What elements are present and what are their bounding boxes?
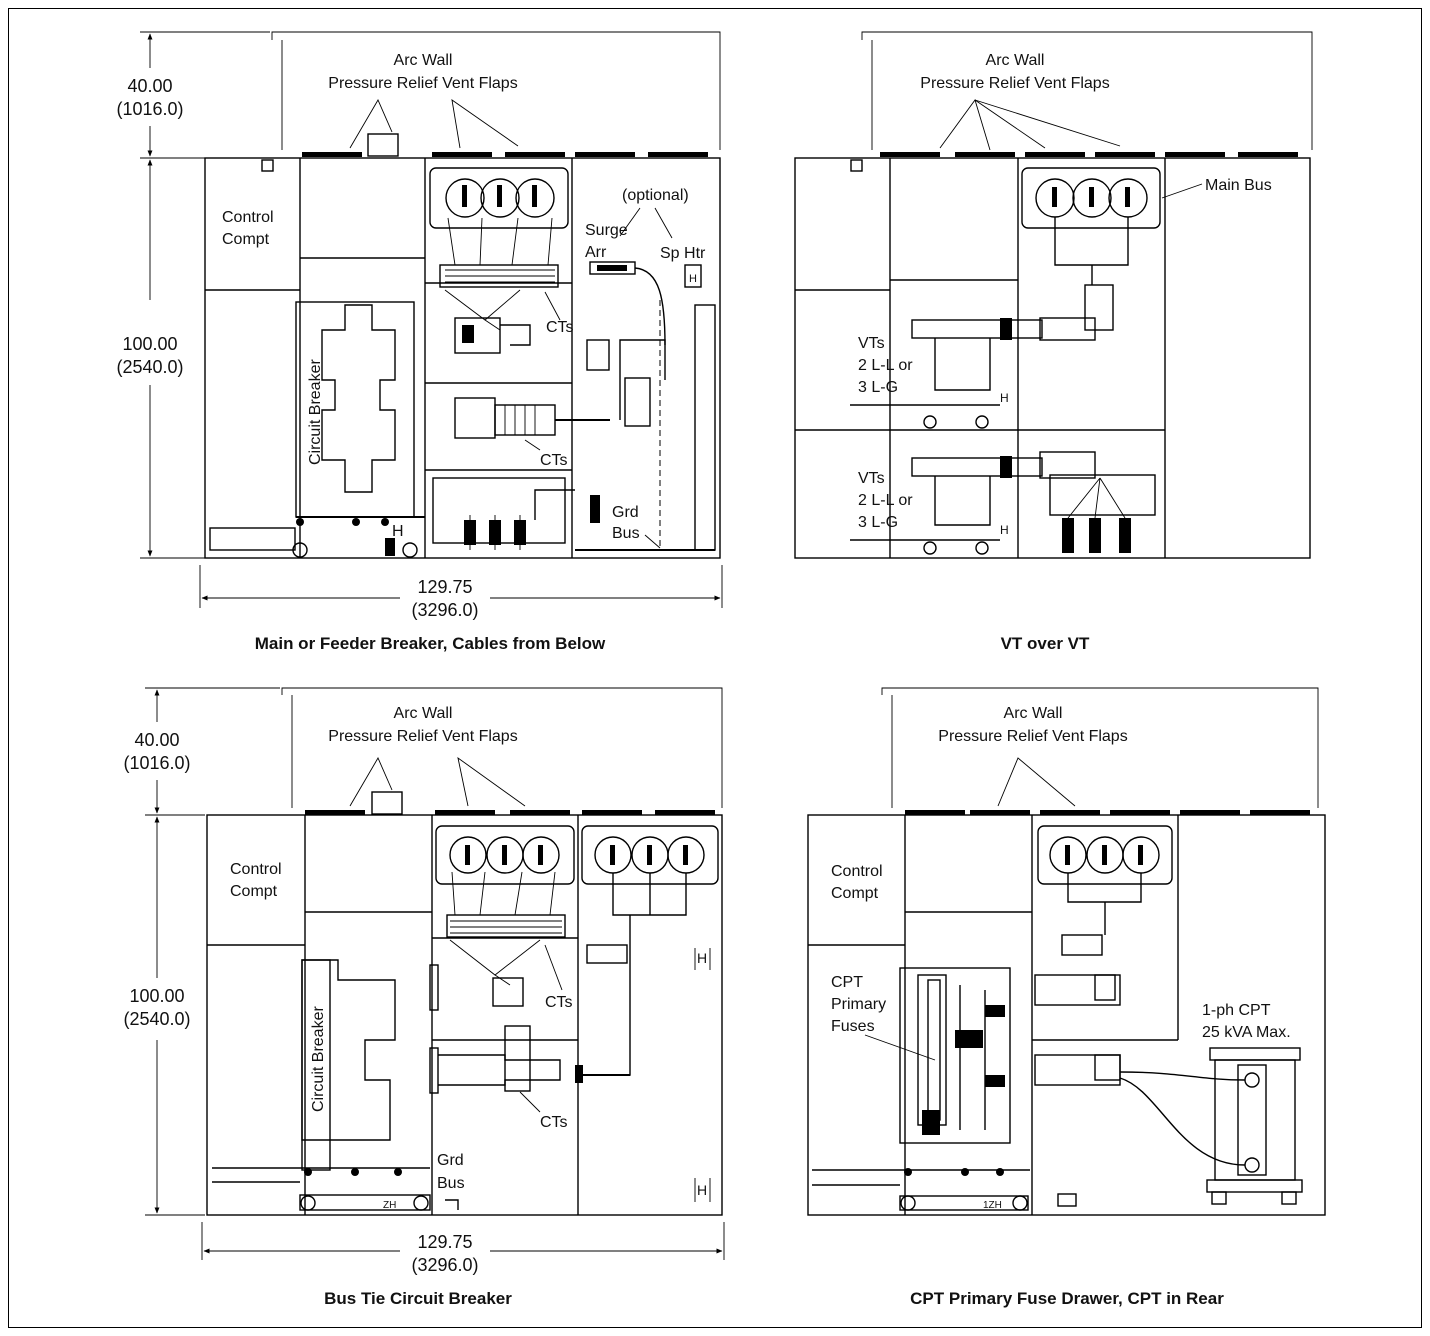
grd-label: Grd [612, 504, 639, 521]
panel-main-feeder-breaker: Arc Wall Pressure Relief Vent Flaps 40.0… [116, 31, 723, 653]
vts-lower-label: VTs [858, 470, 885, 487]
cts-upper-label: CTs [546, 319, 574, 336]
fuses-label: Fuses [831, 1018, 875, 1035]
caption-cpt-fuse-drawer: CPT Primary Fuse Drawer, CPT in Rear [910, 1289, 1224, 1308]
dim-top-3: 40.00 [134, 730, 179, 750]
caption-vt-over-vt: VT over VT [1001, 634, 1090, 653]
main-bus-box [429, 167, 569, 229]
zh-label: ZH [383, 1200, 396, 1211]
circuit-breaker-label: Circuit Breaker [307, 359, 324, 465]
lg-lower-label: 3 L-G [858, 514, 898, 531]
vent-flaps [302, 133, 708, 157]
arc-wall-label: Arc Wall [394, 52, 453, 69]
h-label-3: H [1000, 391, 1009, 405]
cts-lower-label: CTs [540, 452, 568, 469]
cts-upper-label-3: CTs [545, 994, 573, 1011]
dim-top: 40.00 [127, 76, 172, 96]
dim-width-mm-3: (3296.0) [411, 1255, 478, 1275]
vent-flaps-label-4: Pressure Relief Vent Flaps [938, 728, 1127, 745]
control-label-3: Control [230, 861, 282, 878]
h-label-2: H [689, 273, 697, 285]
drawing-frame [8, 8, 1422, 1328]
dim-side-mm-3: (2540.0) [123, 1009, 190, 1029]
arc-wall-label-3: Arc Wall [394, 705, 453, 722]
dim-top-mm-3: (1016.0) [123, 753, 190, 773]
cpt-kva-label: 25 kVA Max. [1202, 1024, 1291, 1041]
cabinet-outline [204, 157, 721, 559]
control-label-4: Control [831, 863, 883, 880]
dim-width-3: 129.75 [417, 1232, 472, 1252]
compt-label-4: Compt [831, 885, 879, 902]
dim-side-mm: (2540.0) [116, 357, 183, 377]
cts-lower-label-3: CTs [540, 1114, 568, 1131]
lg-upper-label: 3 L-G [858, 379, 898, 396]
control-label: Control [222, 209, 274, 226]
dim-width-mm: (3296.0) [411, 600, 478, 620]
ll-upper-label: 2 L-L or [858, 357, 913, 374]
1zh-label: 1ZH [983, 1200, 1002, 1211]
surge-label: Surge [585, 222, 628, 239]
h-label-4: H [1000, 523, 1009, 537]
compt-label-3: Compt [230, 883, 278, 900]
h-label-5: H [697, 950, 707, 966]
breaker-body [321, 304, 396, 493]
cpt1-label: 1-ph CPT [1202, 1002, 1271, 1019]
bus-label-3: Bus [437, 1175, 465, 1192]
vent-flaps-label-3: Pressure Relief Vent Flaps [328, 728, 517, 745]
sp-htr-label: Sp Htr [660, 245, 706, 262]
grd-label-3: Grd [437, 1152, 464, 1169]
caption-main-feeder: Main or Feeder Breaker, Cables from Belo… [255, 634, 606, 653]
panel-vt-over-vt: Arc Wall Pressure Relief Vent Flaps Main… [794, 31, 1313, 653]
cpt-label: CPT [831, 974, 863, 991]
vent-flaps-label-2: Pressure Relief Vent Flaps [920, 75, 1109, 92]
panel-cpt-fuse-drawer: Arc Wall Pressure Relief Vent Flaps Cont… [807, 687, 1326, 1308]
caption-bus-tie: Bus Tie Circuit Breaker [324, 1289, 512, 1308]
vts-upper-label: VTs [858, 335, 885, 352]
bus-label: Bus [612, 525, 640, 542]
circuit-breaker-label-3: Circuit Breaker [310, 1006, 327, 1112]
primary-label: Primary [831, 996, 886, 1013]
panel-bus-tie: Arc Wall Pressure Relief Vent Flaps 40.0… [123, 687, 725, 1308]
arc-wall-label-2: Arc Wall [986, 52, 1045, 69]
dim-width: 129.75 [417, 577, 472, 597]
dim-side-3: 100.00 [129, 986, 184, 1006]
h-label-1: H [392, 523, 404, 540]
ll-lower-label: 2 L-L or [858, 492, 913, 509]
main-bus-label: Main Bus [1205, 177, 1272, 194]
h-label-6: H [697, 1182, 707, 1198]
dim-side: 100.00 [122, 334, 177, 354]
vent-flaps-label: Pressure Relief Vent Flaps [328, 75, 517, 92]
compt-label: Compt [222, 231, 270, 248]
arr-label: Arr [585, 244, 607, 261]
arc-wall-outline [271, 31, 721, 150]
arc-wall-label-4: Arc Wall [1004, 705, 1063, 722]
dim-top-mm: (1016.0) [116, 99, 183, 119]
optional-label: (optional) [622, 187, 689, 204]
